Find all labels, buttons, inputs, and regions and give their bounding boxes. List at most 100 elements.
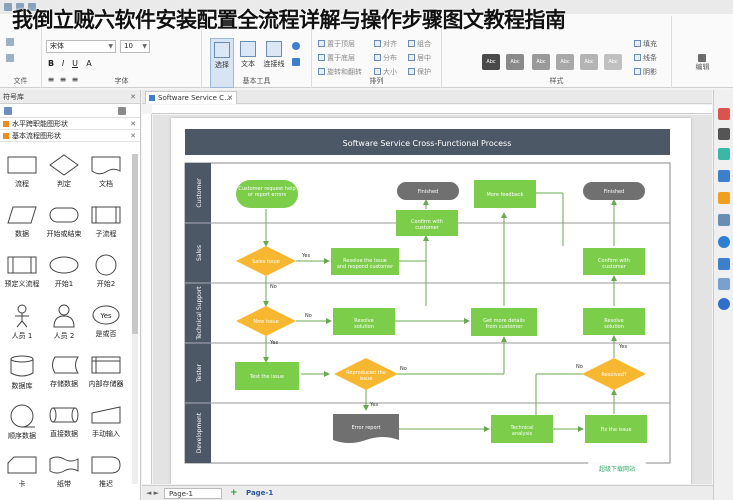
arrange-distribute[interactable]: 分布 — [374, 52, 397, 64]
close-icon[interactable]: ✕ — [130, 132, 136, 140]
arrange-bring-front[interactable]: 置于顶层 — [318, 38, 355, 50]
arrange-send-back[interactable]: 置于底层 — [318, 52, 355, 64]
node-confirm-customer-2[interactable] — [583, 248, 645, 275]
node-new-issue[interactable] — [236, 306, 296, 336]
fill-icon[interactable] — [718, 148, 730, 160]
save-icon[interactable] — [16, 3, 24, 11]
close-icon[interactable]: ✕ — [130, 120, 136, 128]
arrange-rotate-flip[interactable]: 旋转和翻转 — [318, 66, 362, 78]
arrange-protect[interactable]: 保护 — [408, 66, 431, 78]
library-grid-icon[interactable] — [4, 107, 12, 115]
style-swatch-6[interactable]: Abc — [604, 54, 622, 70]
shape-start-2[interactable]: 开始2 — [86, 254, 126, 305]
shape-start-1[interactable]: 开始1 — [44, 254, 84, 305]
help-icon[interactable] — [718, 298, 730, 310]
shape-person-2[interactable]: 人员 2 — [44, 304, 84, 355]
add-page-button[interactable]: + — [230, 488, 238, 498]
shape-process[interactable]: 流程 — [2, 154, 42, 205]
arrange-align[interactable]: 对齐 — [374, 38, 397, 50]
connector-tool-button[interactable]: 连接线 — [262, 38, 286, 88]
node-more-feedback[interactable] — [474, 180, 536, 208]
shape-database[interactable]: 数据库 — [2, 354, 42, 405]
italic-button[interactable]: I — [61, 59, 65, 68]
shape-rect-icon[interactable] — [292, 58, 300, 66]
style-swatch-3[interactable]: Abc — [532, 54, 550, 70]
align-center-icon[interactable]: ≡ — [59, 75, 67, 84]
search-icon[interactable] — [118, 107, 126, 115]
shape-circle-icon[interactable] — [292, 42, 300, 50]
font-size-dropdown[interactable]: 10▼ — [120, 40, 150, 53]
shape-data[interactable]: 数据 — [2, 204, 42, 255]
search-icon[interactable] — [698, 54, 706, 62]
arrange-center[interactable]: 居中 — [408, 52, 431, 64]
bold-button[interactable]: B — [47, 59, 55, 68]
node-finished-1[interactable] — [397, 182, 459, 200]
new-file-icon[interactable] — [6, 38, 14, 46]
shadow-button[interactable]: 阴影 — [634, 66, 657, 78]
shape-card[interactable]: 卡 — [2, 454, 42, 500]
align-right-icon[interactable]: ≡ — [71, 75, 79, 84]
node-sales-issue[interactable] — [236, 246, 296, 276]
shape-manual-input[interactable]: 手动输入 — [86, 404, 126, 455]
node-resolved[interactable] — [582, 358, 646, 390]
select-tool-button[interactable]: 选择 — [210, 38, 234, 88]
font-name-dropdown[interactable]: 宋体▼ — [46, 40, 116, 53]
node-get-more-details[interactable] — [471, 308, 537, 336]
node-test-issue[interactable] — [235, 362, 299, 390]
node-finished-2[interactable] — [583, 182, 645, 200]
shape-decision[interactable]: 判定 — [44, 154, 84, 205]
layers-icon[interactable] — [718, 192, 730, 204]
shape-subprocess[interactable]: 子流程 — [86, 204, 126, 255]
arrange-group[interactable]: 组合 — [408, 38, 431, 50]
style-swatch-2[interactable]: Abc — [506, 54, 524, 70]
attachment-icon[interactable] — [718, 258, 730, 270]
node-reproduced[interactable] — [334, 358, 398, 390]
text-tool-button[interactable]: 文本 — [236, 38, 260, 88]
scrollbar-thumb[interactable] — [132, 154, 138, 334]
node-error-report[interactable] — [333, 414, 399, 443]
fill-button[interactable]: 填充 — [634, 38, 657, 50]
font-color-button[interactable]: A — [86, 59, 92, 68]
node-resolve-respond[interactable] — [331, 248, 399, 275]
format-painter-icon[interactable] — [718, 108, 730, 120]
image-icon[interactable] — [718, 170, 730, 182]
pen-icon[interactable] — [718, 128, 730, 140]
shape-sequential-data[interactable]: 顺序数据 — [2, 404, 42, 455]
shape-yes-no[interactable]: Yes 是或否 — [86, 304, 126, 355]
shape-direct-data[interactable]: 直接数据 — [44, 404, 84, 455]
close-icon[interactable]: ✕ — [130, 93, 136, 101]
comment-icon[interactable] — [718, 278, 730, 290]
globe-icon[interactable] — [718, 236, 730, 248]
page-selector-dropdown[interactable]: Page-1 — [164, 488, 222, 499]
close-icon[interactable]: ✕ — [227, 94, 233, 102]
undo-icon[interactable] — [28, 3, 36, 11]
page-icon[interactable] — [718, 214, 730, 226]
node-technical-analysis[interactable] — [491, 415, 553, 443]
underline-button[interactable]: U — [72, 59, 78, 68]
shape-stored-data[interactable]: 存储数据 — [44, 354, 84, 405]
arrange-size[interactable]: 大小 — [374, 66, 397, 78]
style-swatch-1[interactable]: Abc — [482, 54, 500, 70]
style-swatch-5[interactable]: Abc — [580, 54, 598, 70]
node-resolve-solution-1[interactable] — [333, 308, 395, 335]
document-tab[interactable]: Software Service C... ✕ — [145, 91, 237, 104]
align-left-icon[interactable]: ≡ — [47, 75, 55, 84]
library-scrollbar[interactable] — [132, 154, 138, 484]
open-file-icon[interactable] — [6, 54, 14, 62]
library-item-basic-flowchart[interactable]: 基本流程图形状✕ — [0, 130, 140, 142]
line-button[interactable]: 线条 — [634, 52, 657, 64]
shape-internal-storage[interactable]: 内部存储器 — [86, 354, 126, 405]
node-confirm-customer-1[interactable] — [396, 210, 458, 236]
drawing-canvas[interactable]: Software Service Cross-Functional Proces… — [153, 115, 712, 484]
shape-terminator[interactable]: 开始或结束 — [44, 204, 84, 255]
page-nav-icon[interactable]: ◄ ► — [146, 489, 159, 497]
shape-delay[interactable]: 推迟 — [86, 454, 126, 500]
shape-paper-tape[interactable]: 纸带 — [44, 454, 84, 500]
node-customer-request[interactable] — [236, 180, 298, 208]
node-resolve-solution-2[interactable] — [583, 308, 645, 335]
active-page-tab[interactable]: Page-1 — [246, 489, 274, 497]
style-swatch-4[interactable]: Abc — [556, 54, 574, 70]
shape-document[interactable]: 文档 — [86, 154, 126, 205]
shape-person-1[interactable]: 人员 1 — [2, 304, 42, 355]
shape-predefined-process[interactable]: 预定义流程 — [2, 254, 42, 305]
